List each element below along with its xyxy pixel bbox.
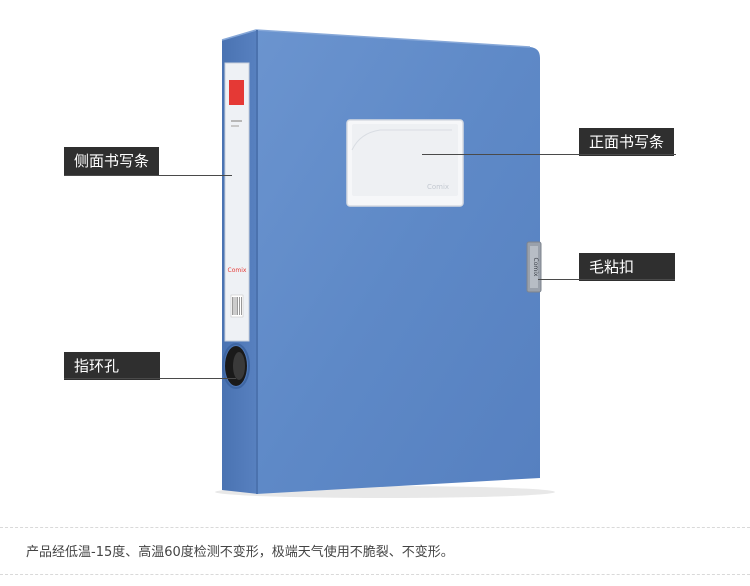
velcro-leader — [538, 279, 675, 280]
caption-divider-top — [0, 527, 750, 528]
caption-divider-bottom — [0, 574, 750, 575]
front-label-callout: 正面书写条 — [579, 128, 675, 156]
pocket-brand-text: Comix — [427, 183, 449, 191]
finger-hole — [222, 343, 250, 389]
spine-label-leader — [64, 175, 232, 176]
binder-front — [256, 30, 540, 494]
velcro-tab: Comix — [526, 241, 542, 293]
spine-brand-text: Comix — [228, 267, 247, 274]
spine-label-window: Comix — [224, 62, 250, 342]
finger-hole-callout: 指环孔 — [64, 352, 160, 380]
spine-label-callout: 侧面书写条 — [64, 147, 160, 175]
front-label-leader — [422, 154, 676, 155]
finger-hole-leader — [64, 378, 236, 379]
product-caption: 产品经低温-15度、高温60度检测不变形，极端天气使用不脆裂、不变形。 — [26, 545, 454, 560]
front-label-pocket: Comix — [346, 119, 464, 207]
velcro-brand-text: Comix — [532, 258, 539, 277]
velcro-callout: 毛粘扣 — [579, 253, 675, 281]
